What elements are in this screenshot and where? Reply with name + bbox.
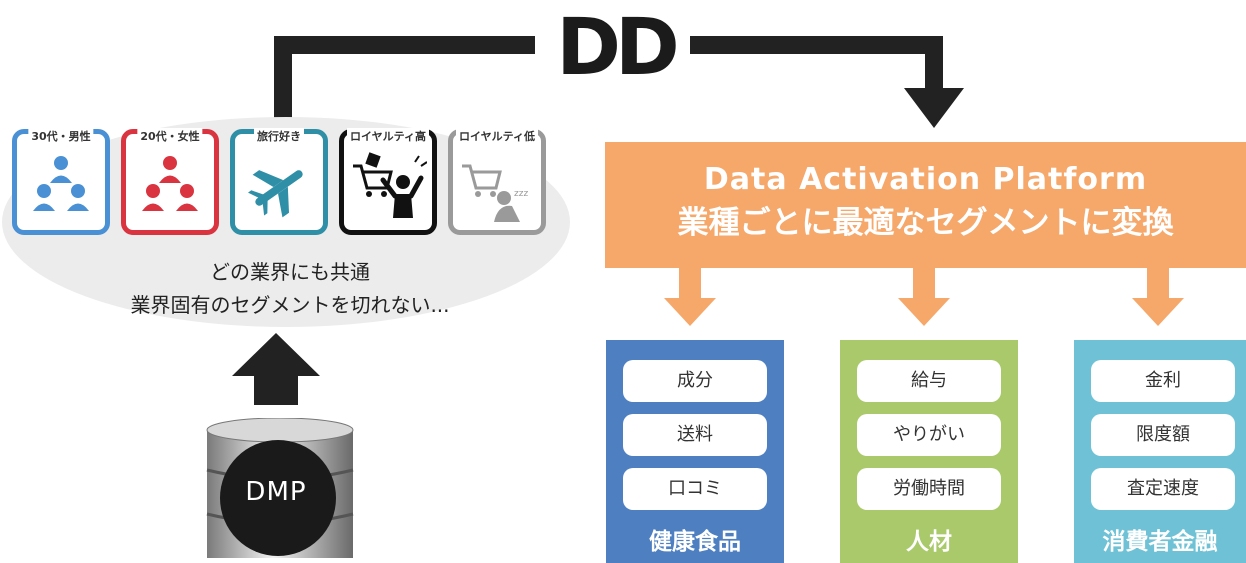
segment-label: ロイヤルティ高 bbox=[346, 128, 430, 144]
common-caption-line-2: 業界固有のセグメントを切れない... bbox=[130, 293, 450, 317]
database-icon bbox=[206, 418, 354, 558]
category-item: 労働時間 bbox=[857, 468, 1001, 510]
down-arrow-to-dap bbox=[904, 88, 964, 128]
category-item: 給与 bbox=[857, 360, 1001, 402]
dd-logo: DD bbox=[556, 3, 680, 93]
segment-label: 20代・女性 bbox=[137, 128, 203, 144]
orange-arrow-2 bbox=[898, 268, 950, 326]
category-human-resources: 給与 やりがい 労働時間 人材 bbox=[840, 340, 1018, 563]
category-item: 査定速度 bbox=[1091, 468, 1235, 510]
people-icon bbox=[33, 156, 89, 211]
category-item: やりがい bbox=[857, 414, 1001, 456]
dap-banner: Data Activation Platform 業種ごとに最適なセグメントに変… bbox=[605, 142, 1246, 268]
segment-label: 30代・男性 bbox=[28, 128, 94, 144]
category-consumer-finance: 金利 限度額 査定速度 消費者金融 bbox=[1074, 340, 1246, 563]
connector-line-left bbox=[274, 36, 535, 120]
category-item: 送料 bbox=[623, 414, 767, 456]
category-health-food: 成分 送料 口コミ 健康食品 bbox=[606, 340, 784, 563]
common-caption-line-1: どの業界にも共通 bbox=[210, 260, 370, 284]
orange-arrow-3 bbox=[1132, 268, 1184, 326]
category-item: 口コミ bbox=[623, 468, 767, 510]
people-icon bbox=[142, 156, 198, 211]
category-name: 人材 bbox=[906, 529, 952, 555]
segment-card-travel-lovers: 旅行好き bbox=[230, 128, 328, 235]
svg-text:zzz: zzz bbox=[514, 189, 528, 199]
segment-card-female-20s: 20代・女性 bbox=[121, 128, 219, 235]
common-segment-caption: どの業界にも共通 業界固有のセグメントを切れない... bbox=[10, 256, 570, 322]
category-name: 消費者金融 bbox=[1102, 529, 1218, 555]
orange-arrow-1 bbox=[664, 268, 716, 326]
segment-label: 旅行好き bbox=[254, 128, 304, 144]
shopper-cheering-icon bbox=[353, 152, 427, 218]
up-arrow-from-dmp bbox=[232, 333, 320, 405]
dmp-label: DMP bbox=[245, 477, 307, 507]
category-item: 成分 bbox=[623, 360, 767, 402]
segment-label: ロイヤルティ低 bbox=[455, 128, 539, 144]
segment-card-low-loyalty: ロイヤルティ低 zzz bbox=[448, 128, 546, 235]
airplane-icon bbox=[248, 170, 303, 218]
segment-card-male-30s: 30代・男性 bbox=[12, 128, 110, 235]
category-name: 健康食品 bbox=[649, 529, 741, 555]
category-item: 限度額 bbox=[1091, 414, 1235, 456]
dap-title: Data Activation Platform bbox=[703, 162, 1148, 197]
category-item: 金利 bbox=[1091, 360, 1235, 402]
connector-line-right bbox=[690, 36, 943, 90]
segment-card-high-loyalty: ロイヤルティ高 bbox=[339, 128, 437, 235]
shopper-sleeping-icon: zzz bbox=[462, 164, 528, 222]
dap-subtitle: 業種ごとに最適なセグメントに変換 bbox=[677, 205, 1174, 241]
